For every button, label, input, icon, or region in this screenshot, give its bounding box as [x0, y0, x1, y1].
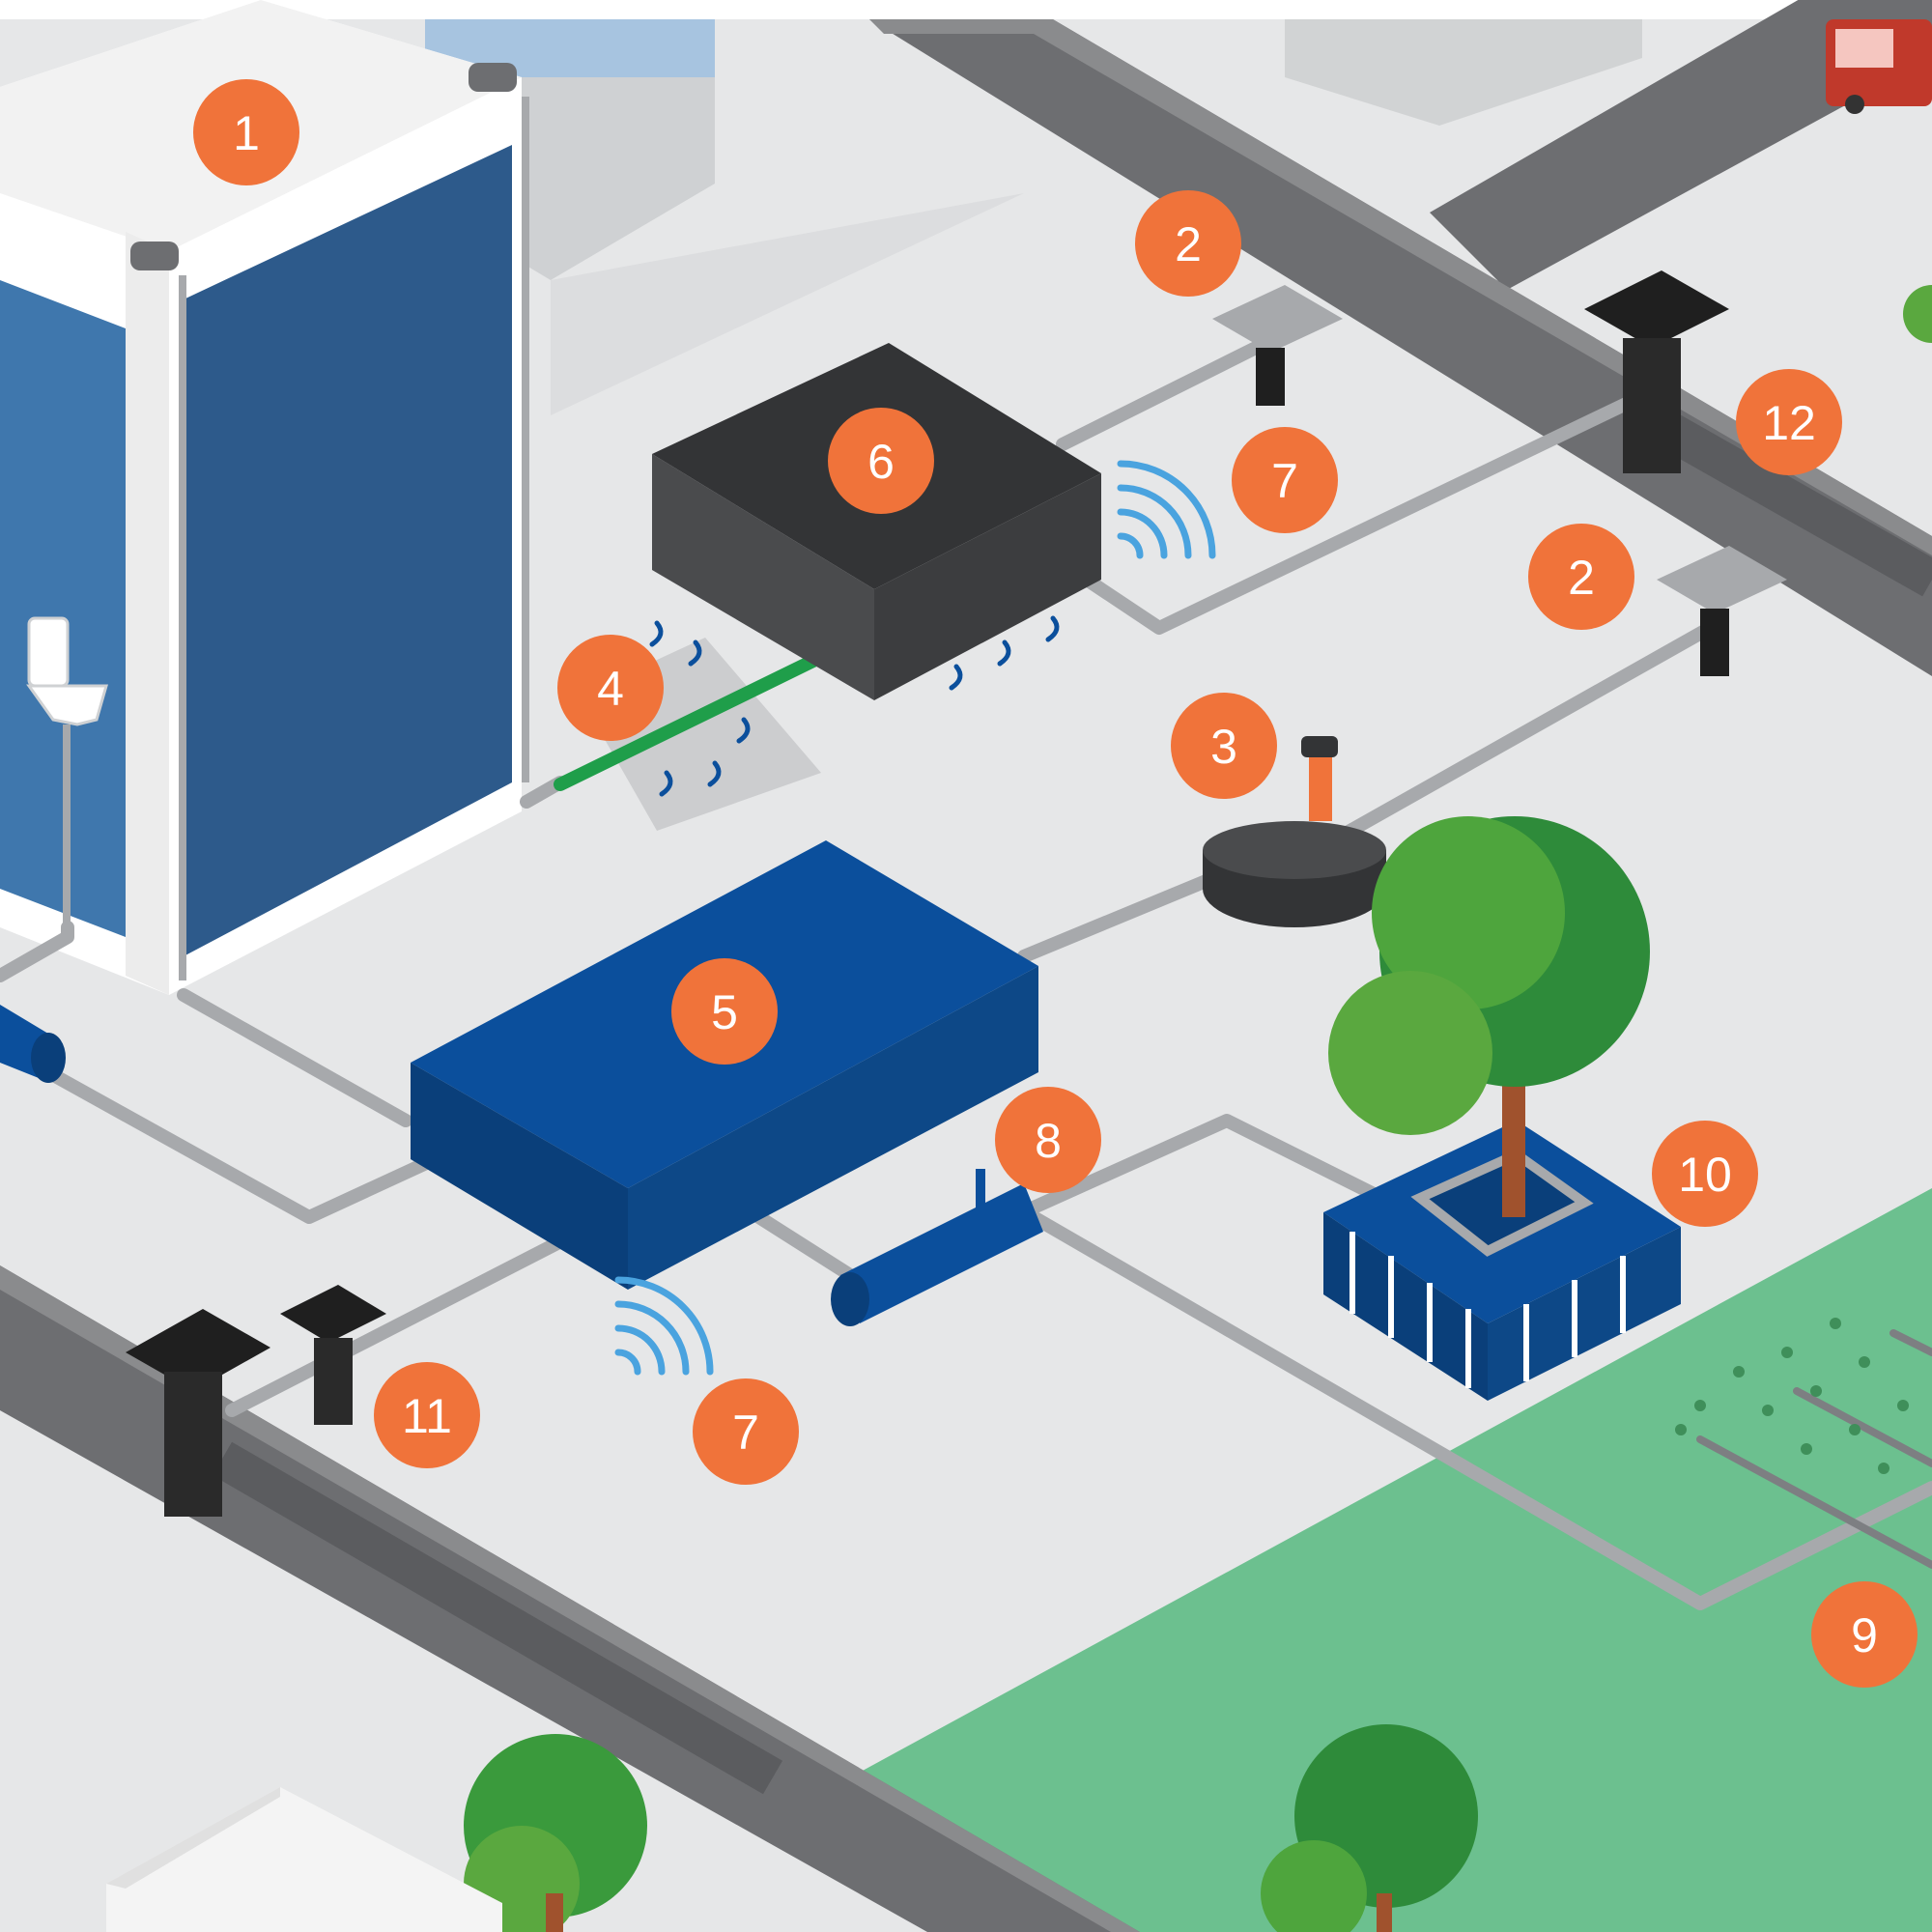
tree-pit — [1323, 1121, 1681, 1401]
road-bottom — [0, 1265, 1140, 1932]
badge-label: 3 — [1210, 720, 1237, 774]
tree-icon — [1903, 285, 1932, 343]
badge-label: 12 — [1762, 396, 1816, 450]
tree-icon — [1328, 816, 1650, 1217]
badge-4: 4 — [557, 635, 664, 741]
lawn-plants — [1675, 1318, 1909, 1474]
badge-11: 11 — [374, 1362, 480, 1468]
badge-label: 1 — [233, 106, 260, 160]
badge-label: 7 — [732, 1406, 759, 1460]
badge-10: 10 — [1652, 1121, 1758, 1227]
badge-label: 8 — [1035, 1114, 1062, 1168]
badge-label: 2 — [1175, 217, 1202, 271]
wireless-signal-icon — [614, 1276, 714, 1376]
badge-8: 8 — [995, 1087, 1101, 1193]
badge-5: 5 — [671, 958, 778, 1065]
drain-grate-icon — [1657, 546, 1787, 676]
badge-3: 3 — [1171, 693, 1277, 799]
badge-label: 9 — [1851, 1608, 1878, 1662]
badge-label: 7 — [1271, 454, 1298, 508]
trunk-pipe-top — [1633, 398, 1932, 597]
blue-pipe-left — [0, 1005, 66, 1083]
filter-pit — [1203, 736, 1386, 927]
trunk-pipe-bottom — [212, 1441, 783, 1795]
toilet-icon — [26, 616, 108, 927]
airflow-arrows — [649, 615, 1060, 797]
roof-outlet-left — [130, 242, 186, 980]
badge-9: 9 — [1811, 1581, 1918, 1688]
top-strip — [0, 0, 1932, 19]
badge-label: 4 — [597, 662, 624, 716]
badge-label: 10 — [1678, 1148, 1732, 1202]
badge-7b: 7 — [693, 1378, 799, 1485]
badge-7a: 7 — [1232, 427, 1338, 533]
pit-icon — [1584, 270, 1729, 473]
badge-label: 5 — [711, 985, 738, 1039]
badge-label: 2 — [1568, 551, 1595, 605]
drain-grate-icon — [1212, 285, 1343, 406]
badge-1: 1 — [193, 79, 299, 185]
pit-icon — [126, 1309, 270, 1517]
building-bottom — [106, 1787, 502, 1932]
badge-label: 11 — [402, 1389, 452, 1443]
tree-icon — [1261, 1724, 1478, 1932]
lawn-area — [850, 1188, 1932, 1932]
car-icon — [1826, 19, 1932, 114]
badge-label: 6 — [867, 435, 895, 489]
pit-icon — [280, 1285, 386, 1425]
badge-12: 12 — [1736, 369, 1842, 475]
roof-outlet-right — [469, 63, 529, 782]
badge-6: 6 — [828, 408, 934, 514]
bioretention-pipe — [831, 1169, 1043, 1326]
badge-2a: 2 — [1135, 190, 1241, 297]
wireless-signal-icon — [1117, 460, 1216, 559]
road-top — [869, 0, 1932, 676]
office-building — [0, 0, 522, 995]
badge-2b: 2 — [1528, 524, 1634, 630]
